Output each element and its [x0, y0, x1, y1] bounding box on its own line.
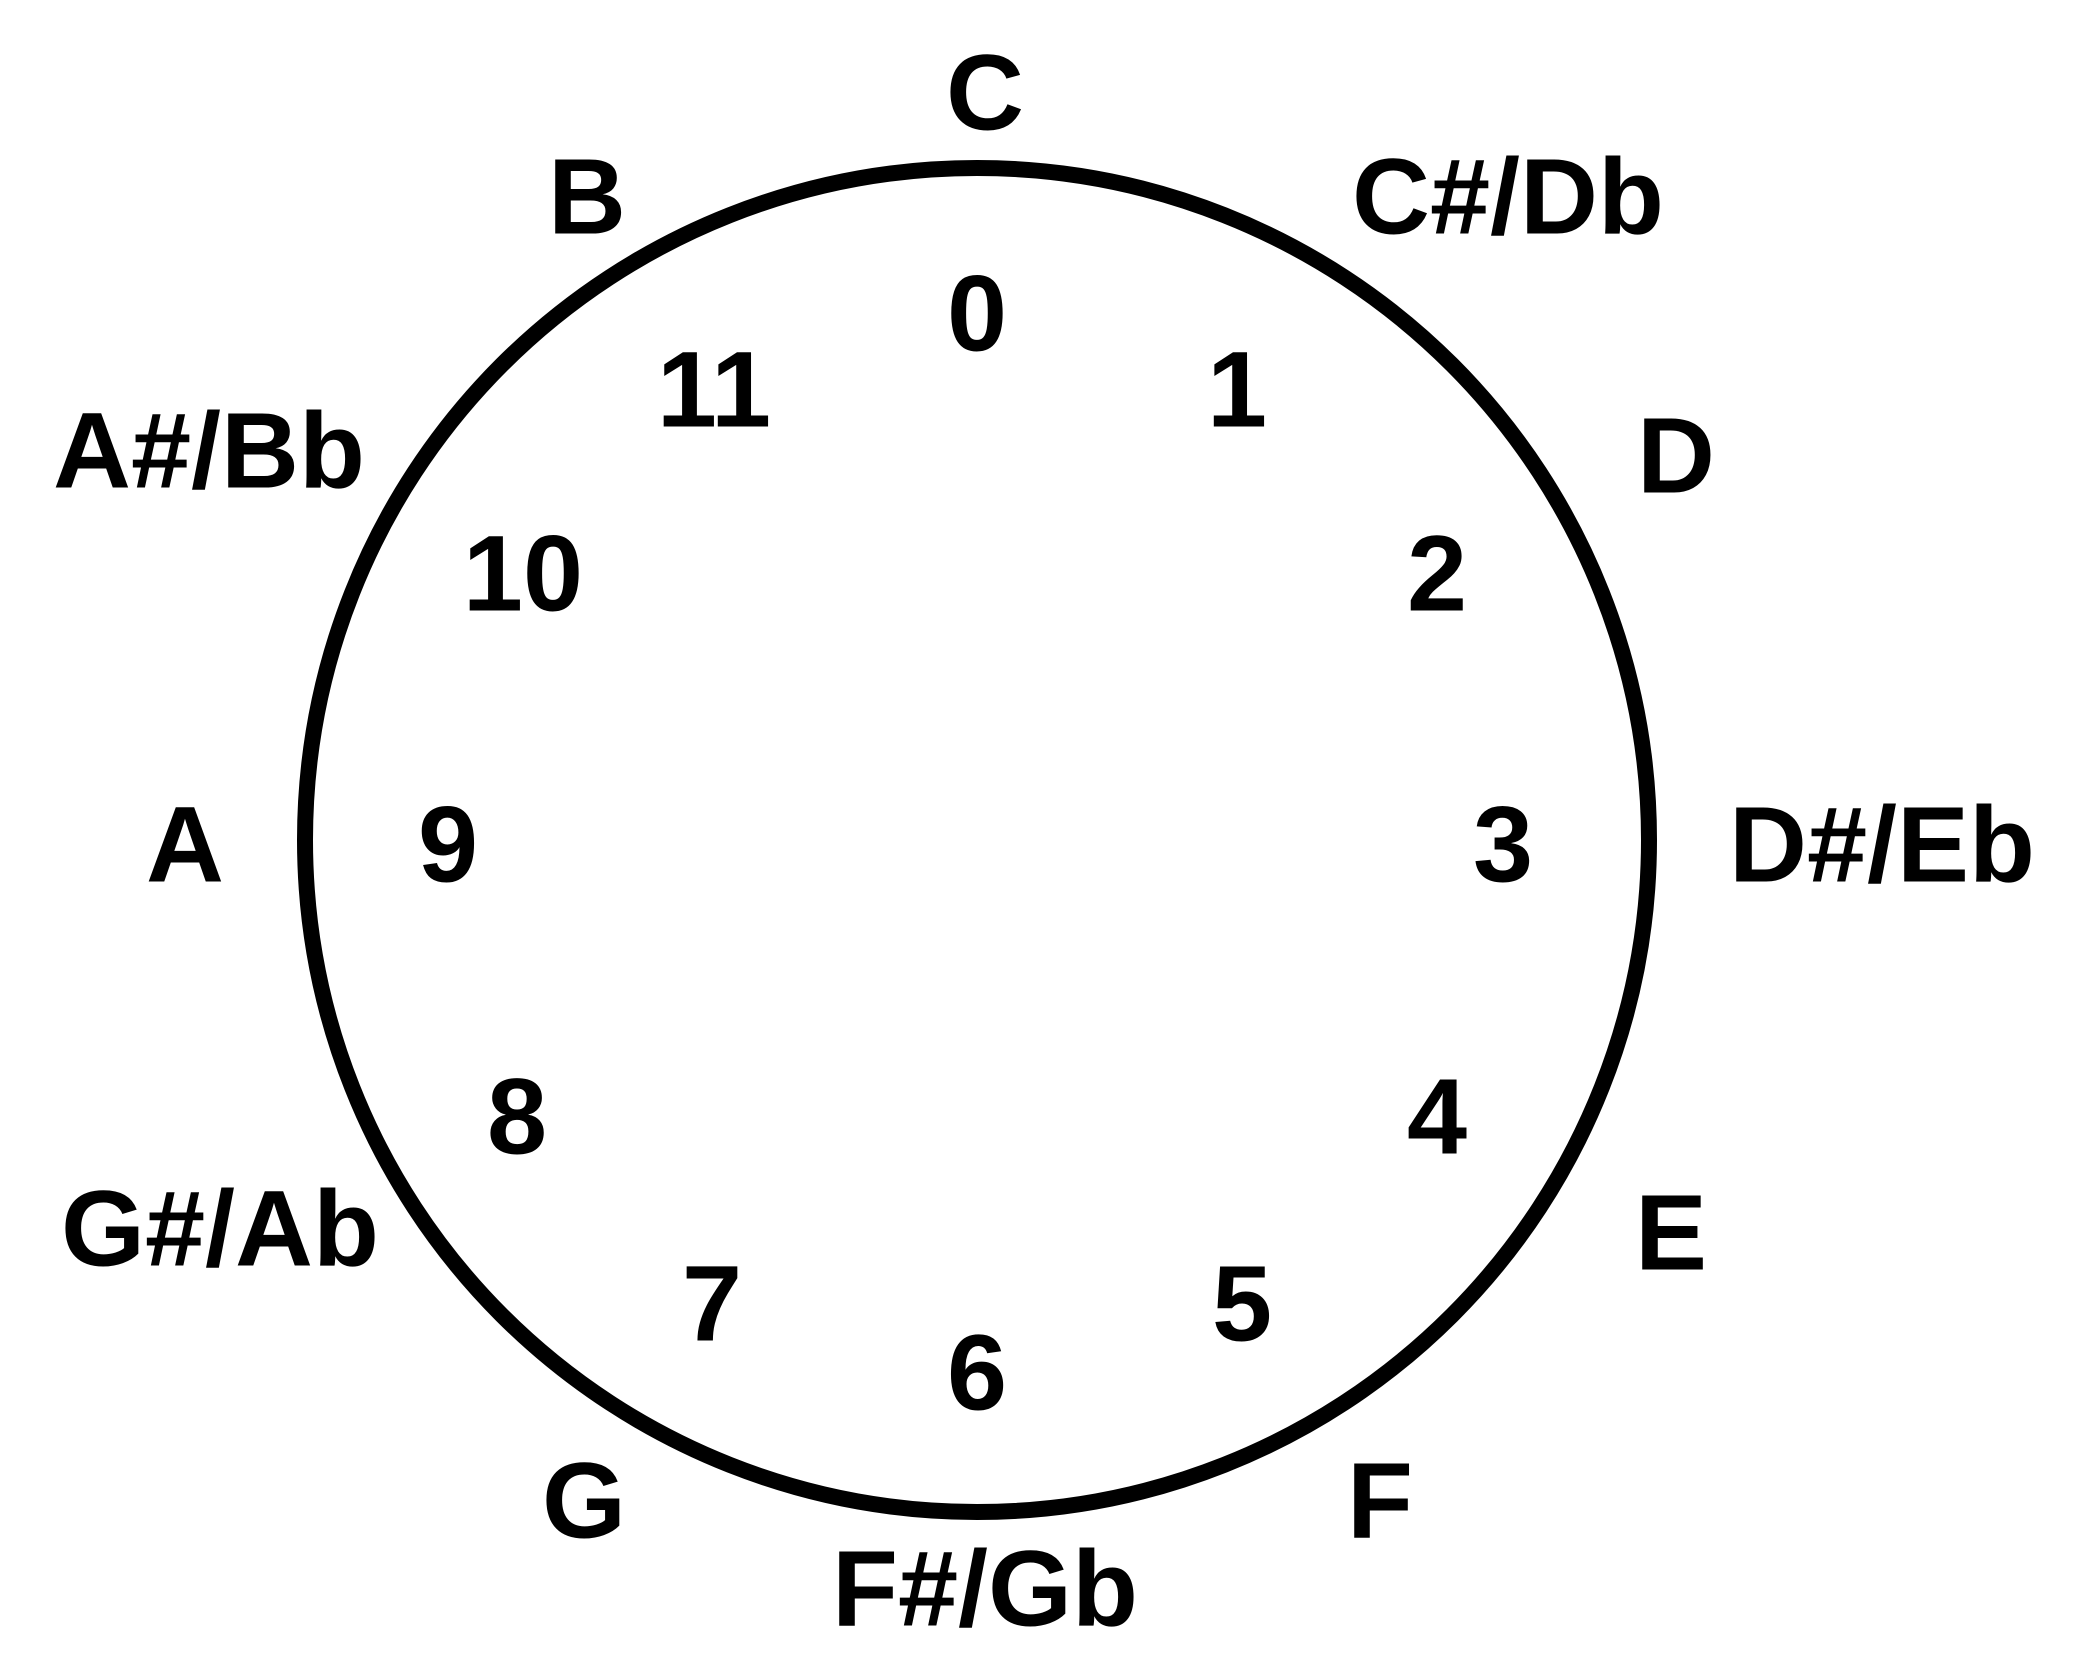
pitch-number-0: 0: [947, 253, 1007, 374]
pitch-number-3: 3: [1473, 784, 1533, 905]
note-label-d-sharp-e-flat: D#/Eb: [1729, 784, 2035, 905]
pitch-number-11: 11: [657, 329, 771, 450]
pitch-number-4: 4: [1407, 1056, 1467, 1177]
pitch-number-9: 9: [418, 784, 478, 905]
note-label-a-sharp-b-flat: A#/Bb: [53, 390, 365, 511]
pitch-number-7: 7: [682, 1243, 742, 1364]
pitch-number-2: 2: [1407, 513, 1467, 634]
note-label-f: F: [1347, 1440, 1413, 1561]
note-label-g: G: [542, 1440, 626, 1561]
note-label-f-sharp-g-flat: F#/Gb: [832, 1528, 1138, 1649]
note-label-a: A: [146, 784, 224, 905]
note-label-d: D: [1637, 395, 1715, 516]
pitch-number-10: 10: [463, 513, 583, 634]
note-label-b: B: [548, 136, 626, 257]
pitch-class-circle: [297, 160, 1657, 1520]
note-label-g-sharp-a-flat: G#/Ab: [61, 1168, 379, 1289]
note-label-c: C: [946, 32, 1024, 153]
pitch-number-1: 1: [1207, 329, 1267, 450]
pitch-number-5: 5: [1212, 1243, 1272, 1364]
note-label-e: E: [1635, 1172, 1707, 1293]
pitch-number-6: 6: [947, 1312, 1007, 1433]
note-label-c-sharp-d-flat: C#/Db: [1352, 136, 1664, 257]
pitch-number-8: 8: [487, 1056, 547, 1177]
